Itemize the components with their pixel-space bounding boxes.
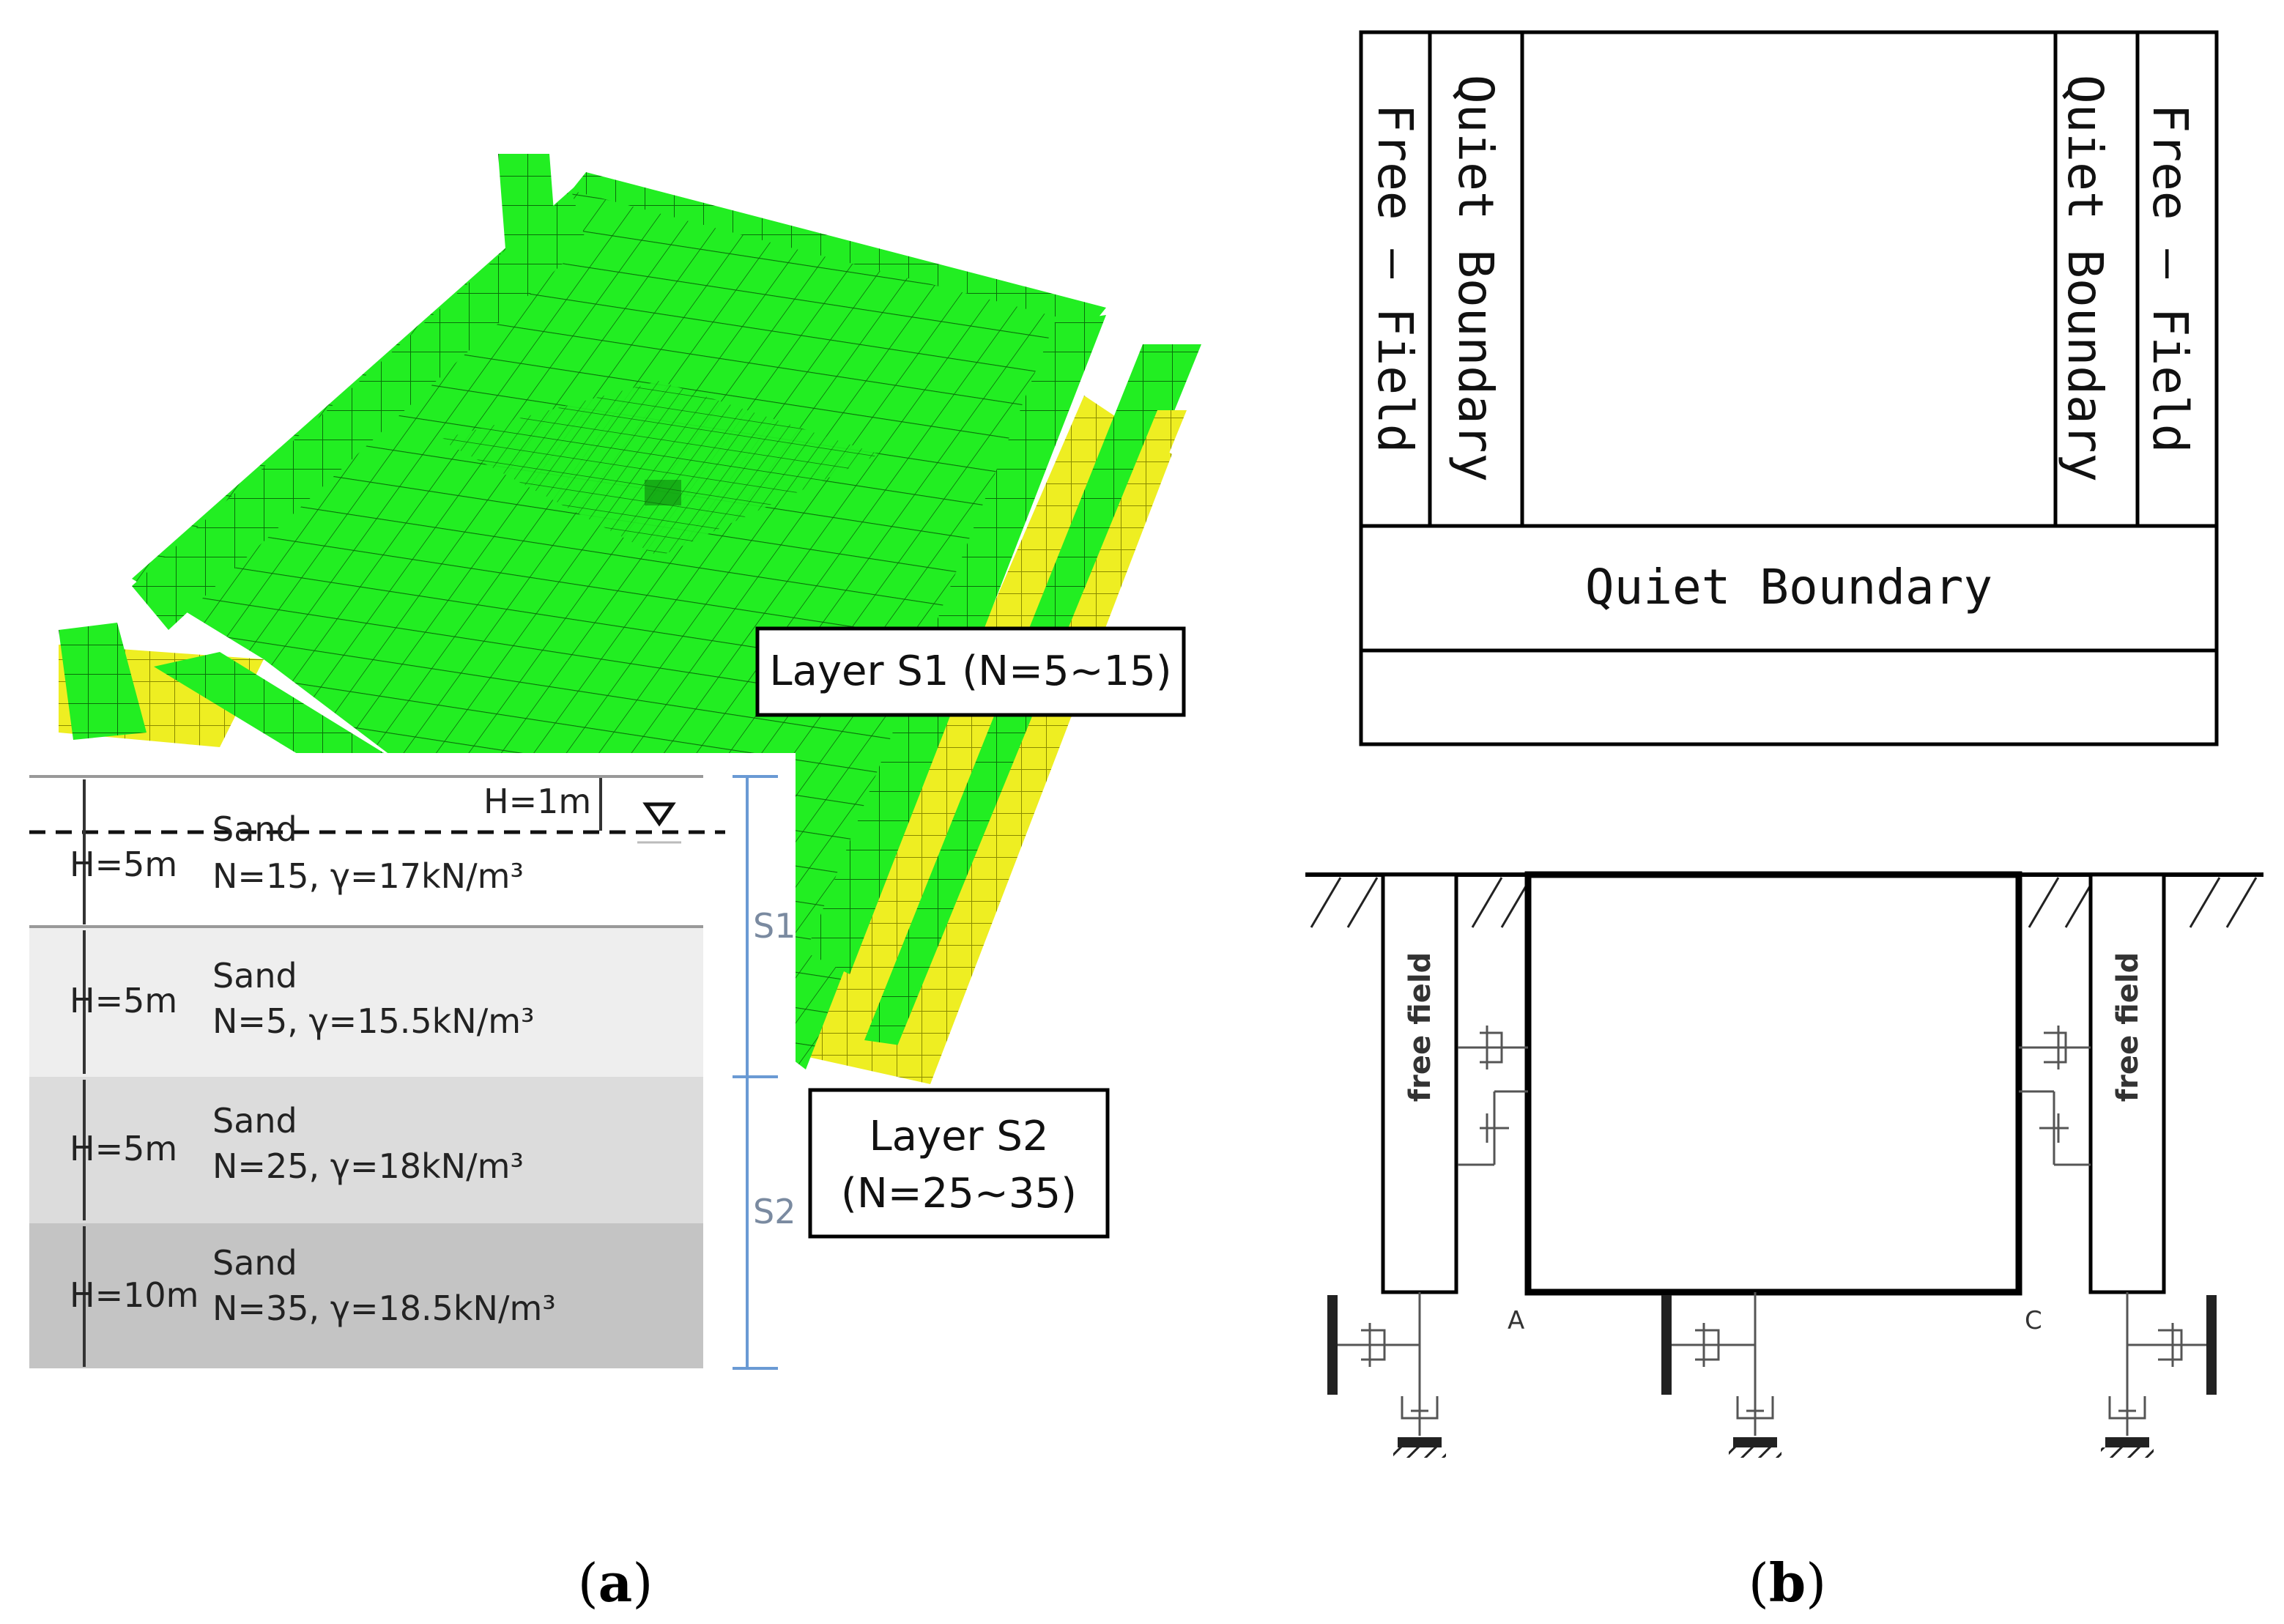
point-a-label: A (1508, 1306, 1524, 1335)
panel-b-boundary-layout: Free – Field Quiet Boundary Quiet Bounda… (1359, 30, 2219, 746)
mesh-center-block (645, 480, 681, 505)
free-field-left-text: free field (1404, 952, 1437, 1102)
caption-b: (b) (1749, 1551, 1827, 1614)
free-field-right-label: Free – Field (2142, 104, 2198, 453)
layer-3-height: H=5m (70, 1129, 177, 1168)
mesh-refined-zone (440, 381, 879, 557)
group-s1-label: S1 (753, 906, 796, 946)
point-c-label: C (2025, 1306, 2042, 1335)
layer-3-soil: Sand (212, 1101, 297, 1141)
soil-domain-box (1524, 871, 2022, 1296)
free-field-left-label: Free – Field (1367, 104, 1423, 453)
quiet-boundary-left-label: Quiet Boundary (1447, 75, 1504, 482)
support-center (1661, 1292, 1781, 1458)
quiet-boundary-bottom-label: Quiet Boundary (1585, 559, 1992, 615)
layer-1-soil: Sand (212, 809, 297, 849)
panel-b-dashpot-model: free field free field A C (1305, 871, 2263, 1614)
layer-1-height: H=5m (70, 845, 177, 884)
layer-band-3 (29, 1077, 703, 1223)
layer-band-1 (29, 776, 703, 927)
layer-2-props: N=5, γ=15.5kN/m³ (212, 1001, 534, 1041)
callout-layer-s1: Layer S1 (N=5~15) (755, 626, 1186, 717)
layer-3: H=5m Sand N=25, γ=18kN/m³ (70, 1101, 524, 1186)
free-field-post-left (59, 623, 147, 740)
callout-layer-s2: Layer S2 (N=25~35) (808, 1088, 1110, 1239)
support-right (2101, 1292, 2217, 1458)
layer-band-4 (29, 1223, 703, 1368)
callout-s2-line2: (N=25~35) (841, 1170, 1077, 1217)
layer-4-soil: Sand (212, 1243, 297, 1283)
water-table-icon (637, 802, 681, 844)
free-field-column-right-2 (894, 410, 1187, 1055)
group-bracket (733, 775, 778, 1370)
layer-1: H=5m Sand N=15, γ=17kN/m³ (70, 809, 524, 896)
layer-2-soil: Sand (212, 956, 297, 995)
soil-profile: H=1m H=5m Sand N=15, γ=17kN/m³ H=5m Sand… (29, 753, 796, 1376)
caption-a: (a) (578, 1551, 653, 1614)
free-field-post-back (498, 154, 557, 249)
layer-2-height: H=5m (70, 981, 177, 1020)
lateral-dashpots-left (1458, 1026, 1528, 1166)
layer-4: H=10m Sand N=35, γ=18.5kN/m³ (70, 1243, 556, 1328)
group-s2-label: S2 (753, 1192, 796, 1231)
mesh-left-wall (132, 190, 586, 630)
callout-s1-text: Layer S1 (N=5~15) (769, 648, 1171, 695)
free-field-right-text: free field (2111, 952, 2145, 1102)
water-depth-label: H=1m (483, 782, 591, 821)
support-left (1327, 1292, 1446, 1458)
layer-3-props: N=25, γ=18kN/m³ (212, 1146, 524, 1186)
mesh-back-wall (571, 172, 1106, 326)
callout-s2-line1: Layer S2 (869, 1113, 1048, 1160)
quiet-boundary-right-label: Quiet Boundary (2057, 75, 2113, 482)
lateral-dashpots-right (2019, 1026, 2091, 1166)
layer-band-2 (29, 927, 703, 1077)
layer-1-props: N=15, γ=17kN/m³ (212, 856, 524, 896)
layer-4-height: H=10m (70, 1275, 199, 1315)
layer-4-props: N=35, γ=18.5kN/m³ (212, 1289, 556, 1328)
layer-2: H=5m Sand N=5, γ=15.5kN/m³ (70, 956, 534, 1041)
panel-a: Layer S1 (N=5~15) Layer S2 (N=25~35) H=1… (29, 154, 1201, 1614)
